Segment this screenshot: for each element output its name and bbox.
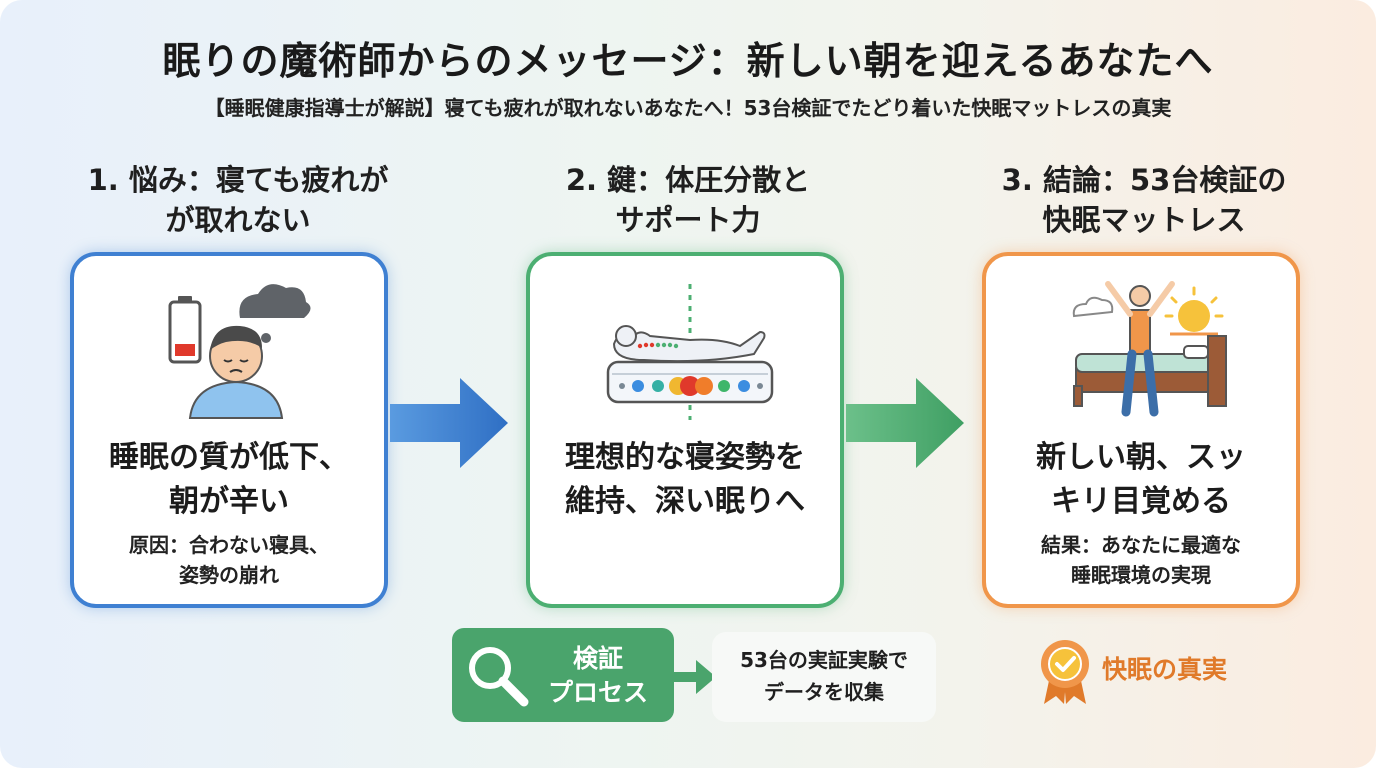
step-1-main-line1: 睡眠の質が低下、 bbox=[109, 440, 349, 475]
verification-process-badge: 検証 プロセス bbox=[452, 628, 674, 722]
step-3-heading-line2: 快眠マットレス bbox=[1042, 203, 1246, 237]
step-1-card: 睡眠の質が低下、 朝が辛い 原因：合わない寝具、 姿勢の崩れ bbox=[70, 252, 388, 608]
tired-person-icon bbox=[168, 284, 311, 419]
step-2-main-line2: 維持、深い眠りへ bbox=[565, 484, 805, 519]
step-1-main-line2: 朝が辛い bbox=[169, 484, 289, 519]
step-1-sub-line1: 原因：合わない寝具、 bbox=[129, 533, 329, 557]
step-2-heading-line2: サポート力 bbox=[615, 203, 761, 237]
step-1-heading-line1: 1. 悩み：寝ても疲れが bbox=[87, 163, 389, 197]
step-2-heading-line1: 2. 鍵：体圧分散と bbox=[565, 163, 811, 197]
step-1-heading: 1. 悩み：寝ても疲れが が取れない bbox=[68, 160, 408, 240]
step-1-sub-line2: 姿勢の崩れ bbox=[179, 563, 279, 587]
mattress-pressure-icon bbox=[606, 284, 774, 420]
step-3-card: 新しい朝、スッ キリ目覚める 結果：あなたに最適な 睡眠環境の実現 bbox=[982, 252, 1300, 608]
step-3-main-line1: 新しい朝、スッ bbox=[1036, 440, 1246, 475]
step-2-card: 理想的な寝姿勢を 維持、深い眠りへ bbox=[526, 252, 844, 608]
morning-stretch-icon bbox=[1072, 281, 1227, 417]
verification-label-line2: プロセス bbox=[547, 678, 648, 707]
step-2-main-line1: 理想的な寝姿勢を bbox=[565, 440, 805, 475]
page-title: 眠りの魔術師からのメッセージ：新しい朝を迎えるあなたへ bbox=[162, 39, 1214, 83]
step-2-heading: 2. 鍵：体圧分散と サポート力 bbox=[518, 160, 858, 240]
magnifier-icon bbox=[469, 647, 529, 707]
verification-note-line1: 53台の実証実験で bbox=[740, 648, 908, 672]
arrow-right-icon bbox=[846, 378, 964, 468]
truth-label: 快眠の真実 bbox=[1102, 655, 1228, 684]
step-3-heading: 3. 結論：53台検証の 快眠マットレス bbox=[974, 160, 1314, 240]
award-medal-icon bbox=[1041, 640, 1089, 704]
verification-note-line2: データを収集 bbox=[764, 680, 884, 704]
step-1-heading-line2: が取れない bbox=[165, 203, 311, 237]
arrow-right-icon bbox=[672, 660, 716, 694]
step-3-sub-line2: 睡眠環境の実現 bbox=[1071, 563, 1211, 587]
step-3-heading-line1: 3. 結論：53台検証の bbox=[1001, 163, 1287, 197]
verification-note: 53台の実証実験で データを収集 bbox=[712, 632, 936, 722]
step-3-sub-line1: 結果：あなたに最適な bbox=[1041, 533, 1241, 557]
page-subtitle: 【睡眠健康指導士が解説】寝ても疲れが取れないあなたへ！53台検証でたどり着いた快… bbox=[204, 96, 1172, 120]
verification-label-line1: 検証 bbox=[572, 644, 623, 673]
arrow-right-icon bbox=[390, 378, 508, 468]
step-3-main-line2: キリ目覚める bbox=[1051, 484, 1231, 519]
